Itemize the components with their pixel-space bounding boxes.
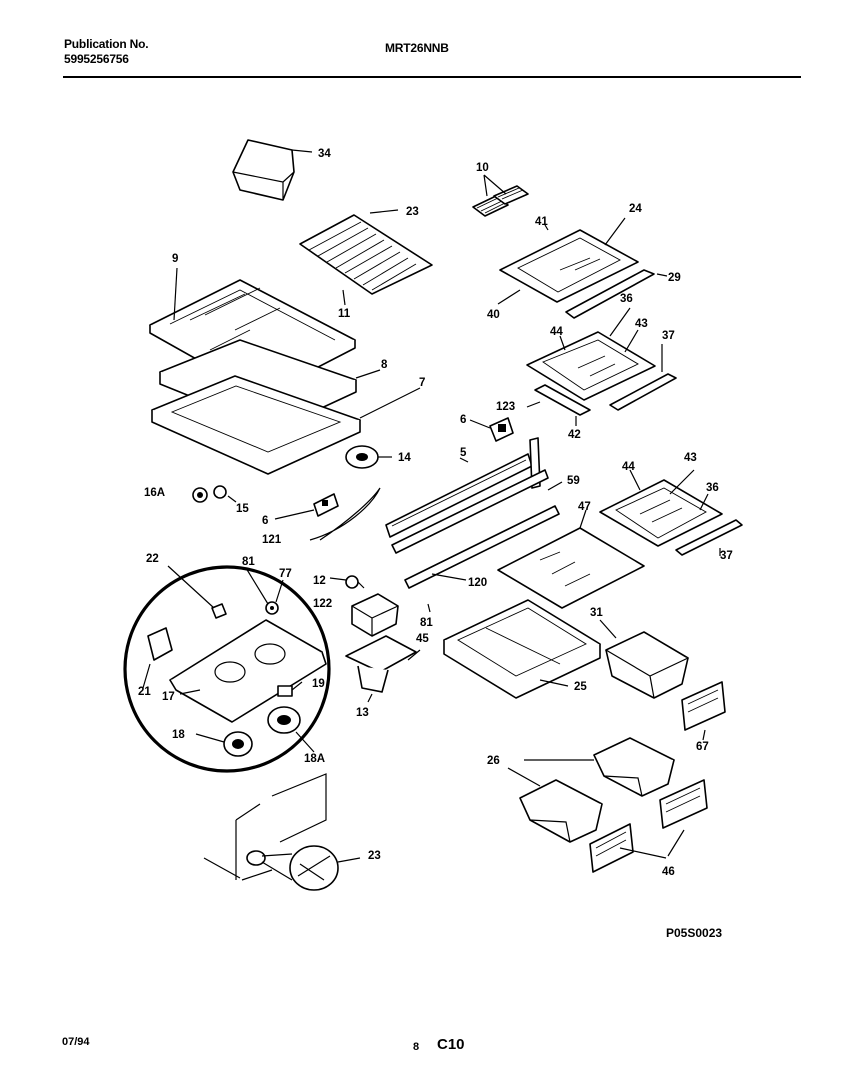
callout-67: 67 [696, 741, 709, 753]
glass-shelf-lower [599, 469, 743, 556]
callout-40: 40 [487, 309, 500, 321]
callout-21: 21 [138, 686, 151, 698]
callout-8: 8 [381, 359, 388, 371]
crisper-pan-31 [599, 619, 689, 699]
vent-grille-10 [472, 174, 529, 217]
model-number: MRT26NNB [385, 41, 449, 55]
publication-label: Publication No. [64, 37, 149, 51]
wire-shelf-23 [299, 209, 433, 306]
cabinet-base [203, 773, 361, 891]
callout-121: 121 [262, 534, 282, 546]
rail-120 [404, 505, 560, 589]
callout-18A: 18A [304, 753, 325, 765]
callout-47: 47 [578, 501, 591, 513]
gasket-18 [195, 731, 253, 757]
callout-42: 42 [568, 429, 581, 441]
glass-shelf-24 [497, 217, 668, 319]
callout-25: 25 [574, 681, 587, 693]
callout-36-lower: 36 [706, 482, 719, 494]
callout-10: 10 [476, 162, 489, 174]
callout-26: 26 [487, 755, 500, 767]
callout-41: 41 [535, 216, 548, 228]
callout-23-lower: 23 [368, 850, 381, 862]
detail-circle [123, 565, 331, 773]
callout-23: 23 [406, 206, 419, 218]
header-rule [63, 76, 801, 78]
tube-121 [309, 487, 381, 541]
drawer-pan-26 [507, 737, 675, 843]
footer-date: 07/94 [62, 1036, 90, 1048]
callout-6-lower: 6 [262, 515, 268, 527]
door-bin-34 [232, 139, 313, 201]
callout-37-lower: 37 [720, 550, 733, 562]
callout-29: 29 [668, 272, 681, 284]
callout-44-lower: 44 [622, 461, 635, 473]
callout-77: 77 [279, 568, 292, 580]
callout-24: 24 [629, 203, 642, 215]
callout-59: 59 [567, 475, 580, 487]
housing-122 [351, 593, 399, 637]
callout-9: 9 [172, 253, 178, 265]
publication-number: 5995256756 [64, 52, 129, 66]
callout-7: 7 [419, 377, 425, 389]
crisper-glass-47 [497, 509, 645, 609]
diagram-code: P05S0023 [666, 926, 723, 940]
callout-122: 122 [313, 598, 332, 610]
callout-43-lower: 43 [684, 452, 697, 464]
callout-34: 34 [318, 148, 331, 160]
bracket-42 [526, 384, 591, 426]
cover-14 [345, 445, 392, 469]
callout-17: 17 [162, 691, 175, 703]
freezer-shelf-7 [151, 375, 421, 475]
ice-container-13 [345, 603, 431, 703]
callout-120: 120 [468, 577, 487, 589]
glass-shelf-36 [526, 307, 677, 411]
callout-15: 15 [236, 503, 249, 515]
crisper-frame-25 [443, 599, 601, 699]
callout-37: 37 [662, 330, 675, 342]
callout-14: 14 [398, 452, 411, 464]
callout-11: 11 [338, 308, 351, 320]
bracket-6-upper [469, 417, 514, 442]
damper-16A [192, 485, 237, 503]
callout-31: 31 [590, 607, 603, 619]
drawer-front-46 [589, 779, 708, 873]
callout-81: 81 [242, 556, 255, 568]
callout-19: 19 [312, 678, 325, 690]
callout-5: 5 [460, 447, 467, 459]
callout-46: 46 [662, 866, 675, 878]
callout-123: 123 [496, 401, 515, 413]
rail-59 [391, 469, 563, 554]
footer-section: C10 [437, 1036, 465, 1053]
footer-page-number: 8 [413, 1041, 420, 1053]
callout-6: 6 [460, 414, 466, 426]
callout-45: 45 [416, 633, 429, 645]
callout-13: 13 [356, 707, 369, 719]
callout-18: 18 [172, 729, 185, 741]
motor-12 [329, 575, 365, 589]
callout-43: 43 [635, 318, 648, 330]
callout-16A: 16A [144, 487, 165, 499]
callout-81-lower: 81 [420, 617, 433, 629]
callout-36: 36 [620, 293, 633, 305]
callout-12: 12 [313, 575, 326, 587]
pan-front-67 [681, 681, 726, 741]
callout-22: 22 [146, 553, 159, 565]
callout-44: 44 [550, 326, 563, 338]
gasket-18A [267, 706, 315, 753]
bracket-6-lower [274, 493, 339, 520]
